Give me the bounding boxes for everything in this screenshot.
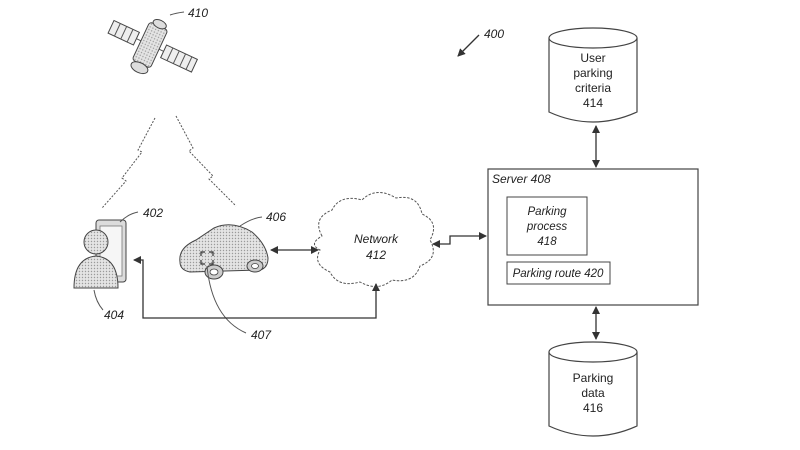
vehicle-ref: 406	[266, 210, 286, 224]
device-ref: 402	[143, 206, 163, 220]
car-icon	[180, 225, 268, 279]
server-label: Server 408	[492, 172, 551, 186]
network-label: Network	[354, 232, 399, 246]
figure-ref-arrow	[458, 35, 479, 56]
sensor-ref: 407	[251, 328, 272, 342]
parking-route-label: Parking route 420	[513, 268, 604, 280]
db-criteria-line1: User	[580, 51, 605, 65]
db-criteria-line2: parking	[573, 66, 612, 80]
parking-process-line2: process	[526, 221, 568, 233]
db-data-line2: data	[581, 386, 605, 400]
satellite-ref: 410	[188, 6, 208, 20]
db-criteria-ref: 414	[583, 96, 603, 110]
db-criteria-line3: criteria	[575, 81, 611, 95]
user-ref: 404	[104, 308, 124, 322]
db-data-line1: Parking	[573, 371, 614, 385]
parking-process-line1: Parking	[528, 206, 568, 218]
parking-process-ref: 418	[537, 236, 557, 248]
network-server-link	[433, 236, 486, 244]
signal-zigzag-right	[176, 116, 236, 206]
network-ref: 412	[366, 248, 386, 262]
figure-ref: 400	[484, 27, 504, 41]
db-data-ref: 416	[583, 401, 603, 415]
signal-zigzag-left	[102, 118, 155, 208]
